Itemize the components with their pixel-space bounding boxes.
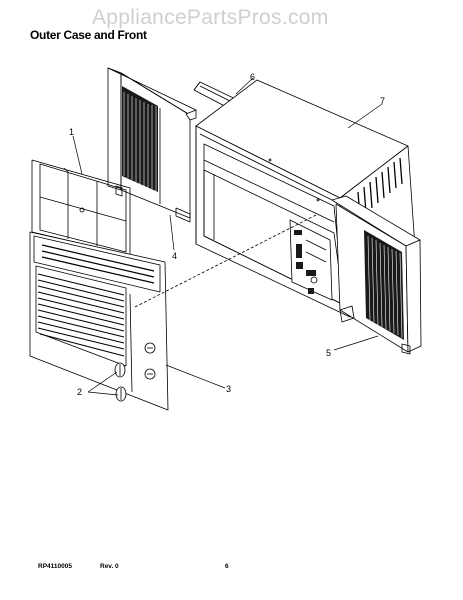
- watermark-text: AppliancePartsPros.com: [92, 6, 329, 29]
- footer-revision: Rev. 0: [100, 563, 119, 570]
- leader-lines: [72, 77, 383, 396]
- left-side-panel: [107, 67, 197, 223]
- callout-6: 6: [250, 72, 255, 82]
- callout-3: 3: [226, 384, 231, 394]
- footer-page-number: 6: [225, 563, 229, 570]
- callout-7: 7: [380, 96, 385, 106]
- callout-5: 5: [326, 348, 331, 358]
- callout-labels: 1 2 3 4 5 6 7: [69, 72, 385, 397]
- callout-2: 2: [77, 387, 82, 397]
- alignment-dash: [134, 213, 319, 308]
- footer-doc-number: RP4110005: [38, 563, 72, 570]
- callout-1: 1: [69, 127, 74, 137]
- callout-4: 4: [172, 251, 177, 261]
- section-title: Outer Case and Front: [30, 28, 147, 42]
- front-grille: [29, 231, 169, 411]
- control-knobs: [114, 362, 127, 402]
- right-side-panel: [331, 195, 422, 355]
